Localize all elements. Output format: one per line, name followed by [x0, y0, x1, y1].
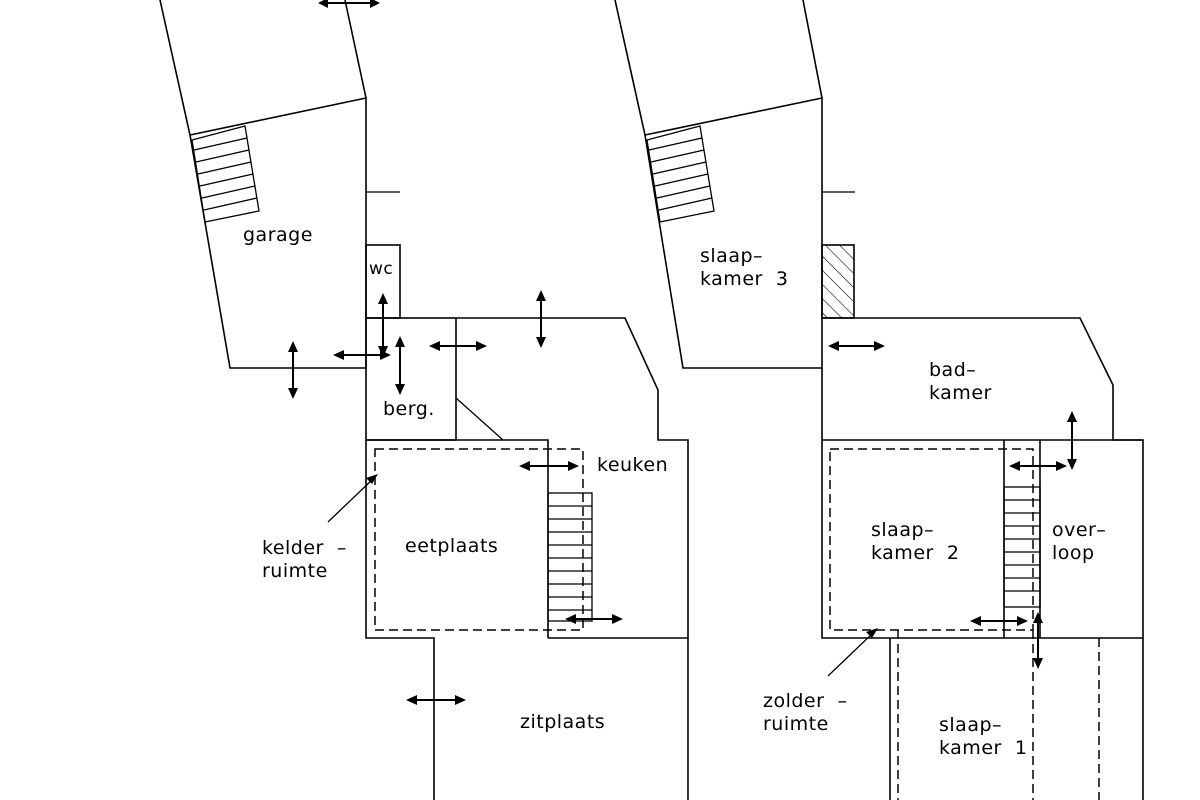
bedroom3-stair — [646, 125, 715, 223]
label-slaapkamer1-1: slaap– — [939, 714, 1002, 736]
label-badkamer-2: kamer — [929, 382, 992, 404]
label-keuken: keuken — [597, 454, 668, 476]
label-kelder-2: ruimte — [262, 560, 328, 582]
overloop-stair — [1003, 486, 1041, 608]
arrow-berg-keuken — [429, 341, 487, 351]
arrow-wc-vertical — [378, 293, 388, 357]
first-floor-plan: slaap– kamer 3 bad– kamer slaap– kamer 2… — [614, 0, 1144, 800]
garage-inner-wall — [189, 97, 367, 136]
label-slaapkamer3-2: kamer 3 — [700, 268, 789, 290]
bedroom3-walls — [614, 0, 823, 369]
arrow-garage-top — [318, 0, 380, 8]
label-overloop-2: loop — [1052, 542, 1095, 564]
bathroom-walls — [822, 317, 1144, 800]
arrow-garage-exit — [288, 341, 298, 399]
arrow-slaapkamer1 — [1033, 612, 1043, 669]
label-zolder-1: zolder – — [763, 690, 848, 712]
label-garage: garage — [243, 224, 313, 246]
label-slaapkamer3-1: slaap– — [700, 245, 763, 267]
label-zolder-2: ruimte — [763, 713, 829, 735]
kelder-outline — [374, 448, 584, 631]
label-slaapkamer2-2: kamer 2 — [871, 542, 960, 564]
dining-left-wall — [365, 440, 435, 800]
kelder-leader — [327, 474, 378, 523]
bedroom2-left-wall — [821, 440, 1143, 639]
zolder-leader — [827, 628, 878, 677]
arrow-zitplaats — [406, 695, 466, 705]
bedroom3-inner-wall — [644, 97, 823, 136]
arrow-eetplaats-keuken — [519, 461, 579, 471]
arrow-badkamer-slaapkamer3 — [828, 341, 885, 351]
arrow-stair-keuken — [565, 614, 623, 624]
label-berg: berg. — [383, 398, 435, 420]
zolder-outline — [829, 448, 1034, 631]
ground-floor-plan: garage wc berg. keuken eetplaats kelder … — [159, 0, 689, 800]
arrow-berg-vertical — [395, 336, 405, 395]
label-slaapkamer2-1: slaap– — [871, 519, 934, 541]
dining-stair — [547, 492, 593, 622]
label-zitplaats: zitplaats — [520, 711, 605, 733]
label-wc: wc — [369, 259, 393, 279]
chimney-hatch — [821, 244, 855, 319]
label-overloop-1: over– — [1052, 519, 1106, 541]
arrow-overloop-horizontal — [1009, 461, 1067, 471]
label-slaapkamer1-2: kamer 1 — [939, 737, 1028, 759]
arrow-slaapkamer2-stair — [970, 616, 1028, 626]
arrow-overloop-vertical — [1067, 411, 1077, 470]
garage-stair — [191, 125, 260, 223]
label-eetplaats: eetplaats — [405, 535, 498, 557]
garage-walls — [159, 0, 367, 369]
label-kelder-1: kelder – — [262, 537, 347, 559]
arrow-keuken-top — [536, 290, 546, 348]
kitchen-diagonal — [455, 397, 504, 441]
label-badkamer-1: bad– — [929, 359, 976, 381]
kitchen-walls — [456, 317, 689, 638]
berg-room — [365, 317, 457, 441]
